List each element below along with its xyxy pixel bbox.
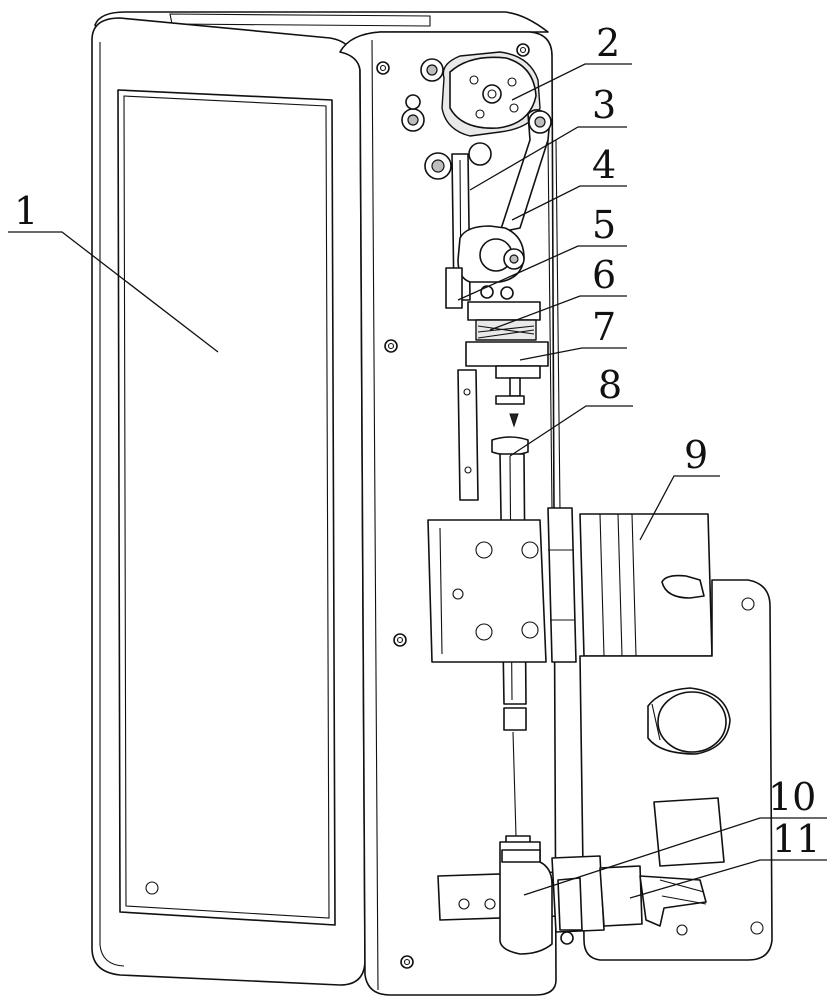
- label-11: 11: [772, 817, 820, 861]
- label-10: 10: [768, 775, 816, 819]
- label-7: 7: [592, 305, 616, 349]
- label-6: 6: [592, 253, 616, 297]
- label-1: 1: [14, 189, 38, 233]
- label-3: 3: [592, 83, 616, 127]
- label-2: 2: [596, 21, 620, 65]
- label-4: 4: [592, 143, 616, 187]
- label-8: 8: [598, 363, 622, 407]
- label-9: 9: [684, 433, 708, 477]
- hinge-clamp: [428, 508, 712, 662]
- label-5: 5: [592, 203, 616, 247]
